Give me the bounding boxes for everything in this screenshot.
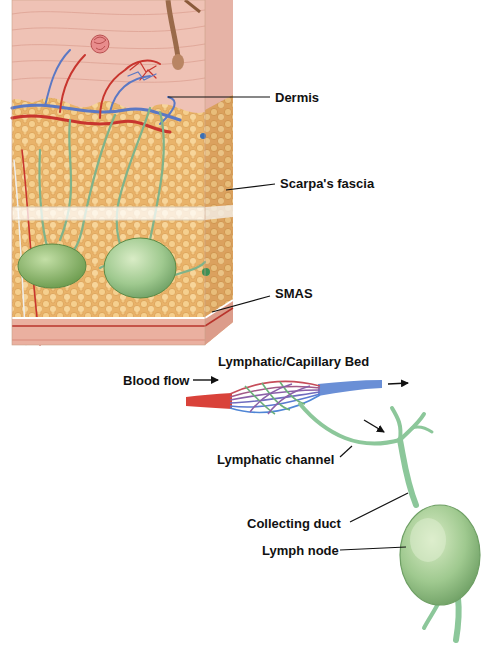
part-label: Collecting duct <box>247 516 341 531</box>
part-label: Lymphatic/Capillary Bed <box>218 354 369 369</box>
part-label: Scarpa's fascia <box>280 176 374 191</box>
part-label: Blood flow <box>123 373 189 388</box>
part-label: Lymphatic channel <box>217 452 334 467</box>
part-label: Dermis <box>275 90 319 105</box>
part-label: Lymph node <box>262 543 339 558</box>
part-label: SMAS <box>275 286 313 301</box>
